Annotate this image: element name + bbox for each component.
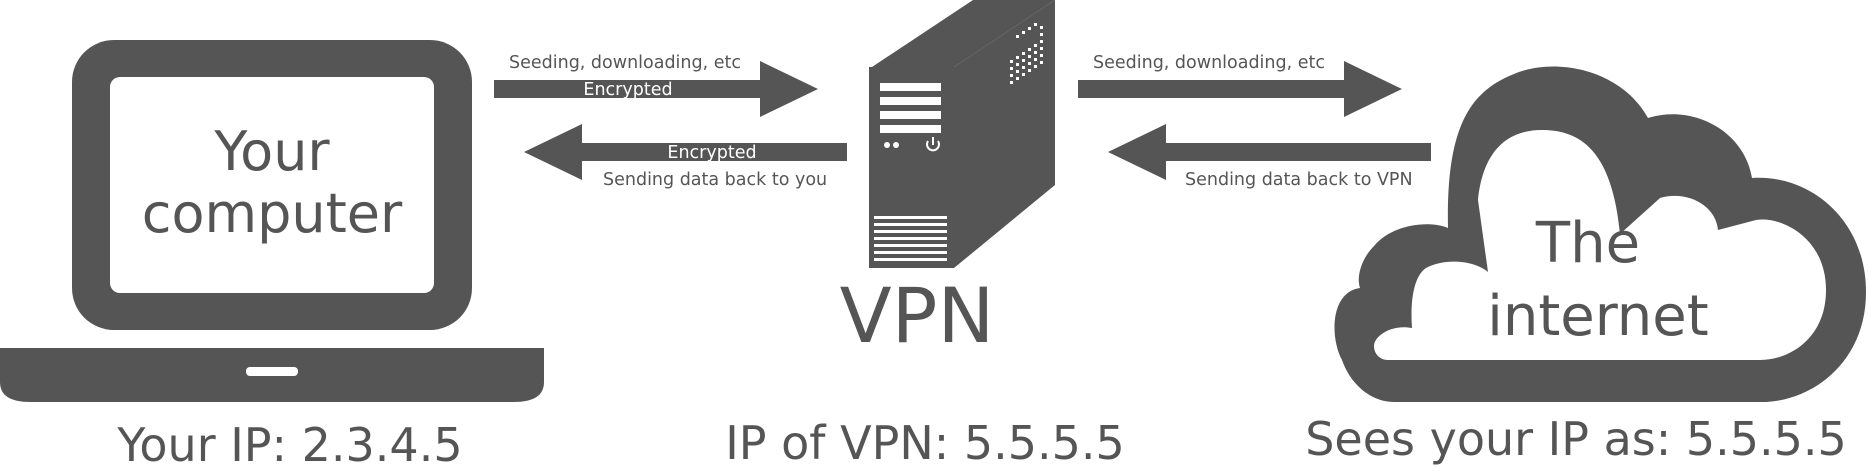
internet-label-line2: internet (1487, 284, 1708, 349)
computer-to-vpn-inner-label: Encrypted (583, 80, 672, 100)
arrow-left-icon (524, 124, 847, 180)
computer-label-line1: Your (213, 120, 330, 183)
arrow-right-icon (1078, 61, 1402, 117)
computer-ip-caption: Your IP: 2.3.4.5 (116, 418, 462, 468)
cloud-icon (1334, 66, 1866, 402)
arrow-left-icon (1108, 124, 1431, 180)
server-icon (869, 0, 1055, 268)
power-icon (926, 137, 940, 152)
vpn-to-internet-top-label: Seeding, downloading, etc (1093, 53, 1325, 73)
computer-to-vpn-top-label: Seeding, downloading, etc (509, 53, 741, 73)
vpn-to-computer-bottom-label: Sending data back to you (603, 170, 827, 190)
internet-label-line1: The (1535, 211, 1640, 276)
vpn-ip-caption: IP of VPN: 5.5.5.5 (725, 416, 1125, 468)
computer-label-line2: computer (142, 182, 403, 245)
vpn-label: VPN (840, 271, 995, 360)
internet-to-vpn-bottom-label: Sending data back to VPN (1185, 170, 1413, 190)
laptop-icon (0, 40, 544, 402)
vpn-to-computer-inner-label: Encrypted (667, 143, 756, 163)
arrow-right-icon (494, 61, 818, 117)
internet-ip-caption: Sees your IP as: 5.5.5.5 (1305, 412, 1847, 466)
